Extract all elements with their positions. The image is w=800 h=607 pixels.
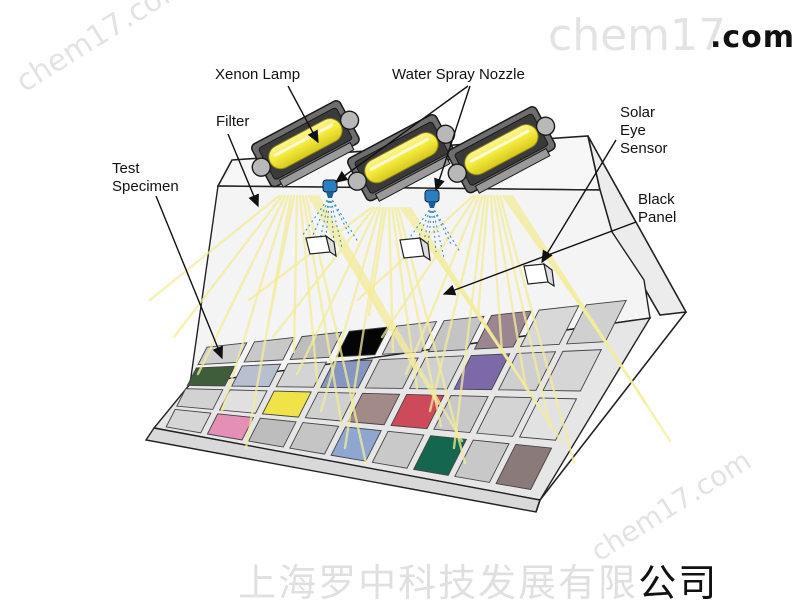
arrow-filter — [227, 133, 259, 208]
light-beam — [452, 194, 487, 450]
arrow-spray-nozzle-right — [434, 85, 471, 192]
filter-plate — [474, 147, 551, 194]
specimen-panel — [476, 396, 533, 437]
light-beam — [172, 194, 284, 339]
label-solar-eye-sensor: Solar Eye Sensor — [620, 104, 668, 157]
label-water-spray-nozzle: Water Spray Nozzle — [392, 66, 525, 83]
water-spray-stream — [419, 205, 433, 259]
light-beam — [476, 194, 490, 317]
company-name: 上海罗中科技发展有限公司 — [210, 508, 718, 607]
specimen-panel — [289, 422, 340, 455]
water-spray-stream — [301, 195, 331, 237]
company-name-dark: 公司 — [638, 561, 719, 605]
specimen-panel — [495, 443, 553, 490]
water-spray-nozzle-icon — [424, 189, 440, 208]
label-filter: Filter — [216, 113, 250, 130]
light-beam — [428, 194, 484, 413]
light-beam — [313, 194, 440, 406]
water-spray-stream — [325, 195, 331, 237]
light-beam — [271, 206, 376, 339]
company-name-light: 上海罗中科技发展有限 — [238, 561, 639, 605]
water-spray-nozzles — [322, 179, 440, 208]
arrow-black-panel — [442, 221, 637, 296]
filter-plate — [374, 155, 451, 202]
light-beam — [498, 194, 576, 465]
watermark-tld: .com — [710, 20, 796, 55]
light-beam — [404, 194, 481, 376]
light-beam — [220, 194, 290, 413]
light-beam — [148, 194, 281, 302]
water-spray-stream — [431, 205, 461, 253]
light-beam — [310, 194, 416, 369]
water-spray-stream — [431, 205, 445, 259]
light-beam — [343, 206, 385, 450]
solar-eye-sensor-device — [523, 262, 555, 288]
specimen-panel — [231, 363, 282, 388]
specimen-panel — [371, 430, 425, 469]
water-spray-stream — [427, 205, 433, 247]
specimen-panel — [176, 388, 224, 410]
label-black-panel: Black Panel — [638, 191, 677, 226]
specimen-panel — [275, 361, 328, 388]
leader-arrows — [155, 85, 637, 360]
light-beam — [316, 194, 464, 443]
light-beam — [510, 194, 672, 443]
specimen-panel — [454, 439, 510, 483]
light-beams — [148, 194, 672, 465]
specimen-panel — [261, 390, 312, 418]
light-beam — [319, 206, 382, 413]
chamber-right-edge — [535, 311, 687, 513]
water-spray-nozzle-icon — [322, 179, 338, 198]
specimen-panel — [453, 353, 511, 391]
light-beam — [380, 194, 478, 339]
light-beam — [367, 206, 388, 317]
solar-eye-sensors — [305, 234, 555, 288]
water-spray-stream — [309, 195, 331, 243]
xenon-lamp-icon — [251, 100, 360, 188]
xenon-lamp-icon — [447, 106, 556, 194]
watermark-brand: chem17 — [548, 10, 726, 61]
weathering-chamber-diagram — [144, 85, 688, 513]
light-beam — [387, 206, 395, 354]
solar-eye-sensor-device — [399, 236, 431, 262]
xenon-lamp-housings — [251, 100, 556, 202]
light-beam — [495, 194, 552, 428]
arrow-xenon-lamp — [287, 85, 319, 144]
specimen-panel — [165, 409, 212, 434]
light-beam — [295, 206, 379, 376]
light-beam — [268, 194, 296, 317]
specimen-panel — [206, 413, 255, 441]
specimen-panel — [473, 310, 533, 350]
xenon-lamp-icon — [347, 114, 456, 202]
water-spray-stream — [329, 195, 343, 249]
arrow-spray-nozzle-left — [334, 85, 469, 183]
specimen-panel — [247, 417, 297, 448]
specimen-panel — [519, 305, 580, 348]
light-beam — [244, 194, 293, 450]
solar-eye-sensor-device — [305, 234, 337, 258]
light-beam — [492, 194, 528, 391]
specimen-panel — [364, 357, 419, 389]
arrow-test-specimen — [155, 195, 223, 360]
light-beam — [292, 194, 299, 354]
specimen-panel — [347, 392, 401, 426]
label-xenon-lamp: Xenon Lamp — [215, 66, 301, 83]
water-spray-stream — [329, 195, 359, 243]
light-beam — [196, 194, 287, 376]
filter-plate — [278, 141, 355, 188]
light-beam — [301, 194, 344, 428]
specimen-panel — [243, 336, 295, 363]
arrow-solar-eye-sensor — [541, 139, 617, 264]
label-test-specimen: Test Specimen — [112, 160, 179, 195]
water-spray-stream — [317, 195, 331, 249]
